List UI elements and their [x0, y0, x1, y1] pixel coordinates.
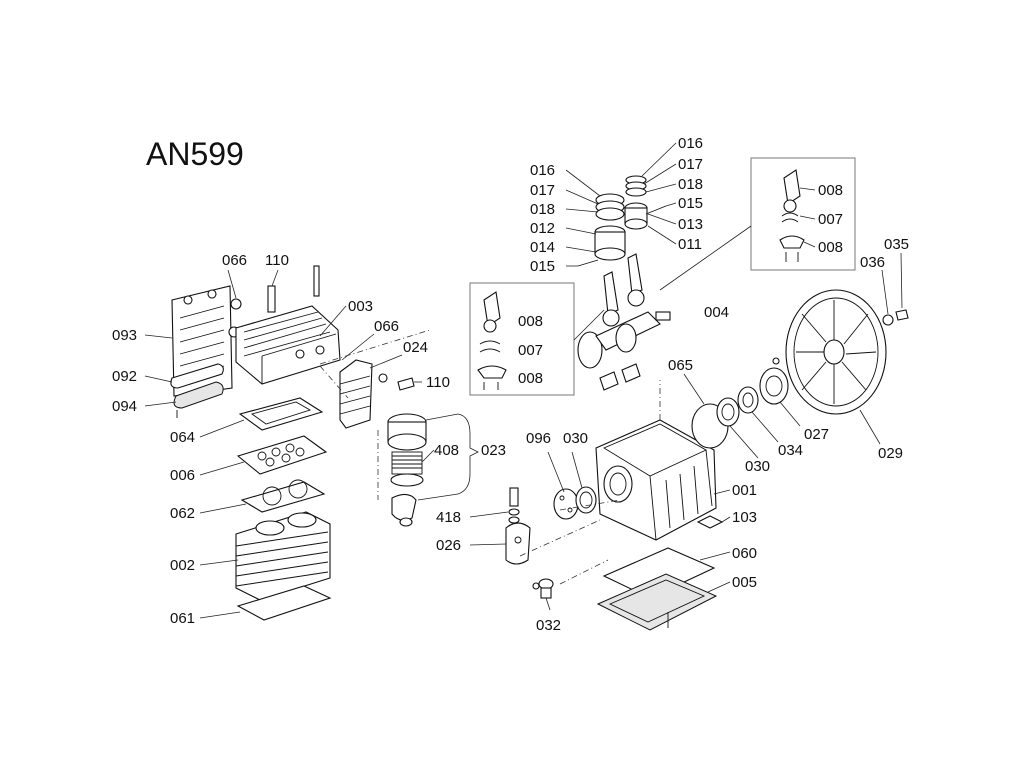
gasket-062 [240, 479, 326, 513]
label-006: 006 [170, 467, 195, 484]
label-002: 002 [170, 557, 195, 574]
label-066: 066 [222, 252, 247, 269]
oil-sump-005 [596, 573, 718, 631]
plug-032 [532, 578, 554, 599]
seal-096 [553, 488, 579, 520]
label-007: 007 [518, 342, 543, 359]
seal-034 [737, 386, 759, 414]
label-035: 035 [884, 236, 909, 253]
diagram-title: AN599 [146, 136, 244, 172]
label-066: 066 [374, 318, 399, 335]
label-003: 003 [348, 298, 373, 315]
label-008: 008 [818, 182, 843, 199]
side-cover-026 [505, 522, 531, 565]
label-027: 027 [804, 426, 829, 443]
label-014: 014 [530, 239, 555, 256]
conrods [602, 253, 645, 327]
crankshaft-004 [577, 311, 671, 391]
label-016: 016 [678, 135, 703, 152]
rings-right [625, 175, 647, 197]
label-032: 032 [536, 617, 561, 634]
bearing-030-right [716, 397, 740, 427]
stud-110 [267, 265, 320, 313]
breather-103 [696, 515, 724, 529]
label-013: 013 [678, 216, 703, 233]
label-011: 011 [678, 236, 702, 253]
label-012: 012 [530, 220, 555, 237]
rings-left [595, 193, 625, 221]
label-024: 024 [403, 339, 428, 356]
label-092: 092 [112, 368, 137, 385]
label-030: 030 [745, 458, 770, 475]
label-001: 001 [732, 482, 757, 499]
label-062: 062 [170, 505, 195, 522]
piston-011 [624, 202, 667, 230]
leader-lines [144, 142, 903, 619]
label-008: 008 [818, 239, 843, 256]
assembly-axes [319, 329, 661, 585]
gasket-061 [236, 585, 332, 621]
conrod-detail-right [779, 169, 805, 262]
label-008: 008 [518, 313, 543, 330]
washer-036-bolt-035 [882, 309, 909, 326]
label-094: 094 [112, 398, 137, 415]
label-110: 110 [265, 252, 289, 269]
label-007: 007 [818, 211, 843, 228]
manifold-024 [339, 359, 415, 429]
label-017: 017 [678, 156, 703, 173]
label-060: 060 [732, 545, 757, 562]
label-029: 029 [878, 445, 903, 462]
flywheel-029 [785, 289, 887, 415]
label-004: 004 [704, 304, 729, 321]
label-110: 110 [426, 374, 450, 391]
label-418: 418 [436, 509, 461, 526]
label-015: 015 [530, 258, 555, 275]
label-065: 065 [668, 357, 693, 374]
crankcase-001 [595, 419, 717, 541]
label-023: 023 [481, 442, 506, 459]
valve-plate-006 [236, 435, 328, 475]
label-093: 093 [112, 327, 137, 344]
label-036: 036 [860, 254, 885, 271]
cylinder-002 [235, 511, 331, 601]
conrod-detail-box-right [750, 157, 856, 271]
label-005: 005 [732, 574, 757, 591]
label-017: 017 [530, 182, 555, 199]
label-016: 016 [530, 162, 555, 179]
label-034: 034 [778, 442, 803, 459]
cylinder-head-003 [235, 305, 341, 385]
label-026: 026 [436, 537, 461, 554]
label-018: 018 [530, 201, 555, 218]
bearing-030-left [575, 486, 597, 514]
conrod-detail-left [477, 291, 507, 390]
label-061: 061 [170, 610, 195, 627]
piston-012 [577, 225, 626, 267]
valve-plate-064 [238, 397, 324, 431]
label-018: 018 [678, 176, 703, 193]
label-064: 064 [170, 429, 195, 446]
flange-027 [759, 357, 789, 405]
label-015: 015 [678, 195, 703, 212]
part-labels: 016 017 018 012 014 015 016 017 018 015 … [112, 135, 909, 634]
label-030: 030 [563, 430, 588, 447]
label-096: 096 [526, 430, 551, 447]
conrod-detail-box-left [469, 282, 575, 396]
filter-023 [387, 413, 427, 527]
gasket-092 [170, 363, 224, 389]
label-103: 103 [732, 509, 757, 526]
label-408: 408 [434, 442, 459, 459]
label-008: 008 [518, 370, 543, 387]
fitting-418 [508, 487, 520, 524]
